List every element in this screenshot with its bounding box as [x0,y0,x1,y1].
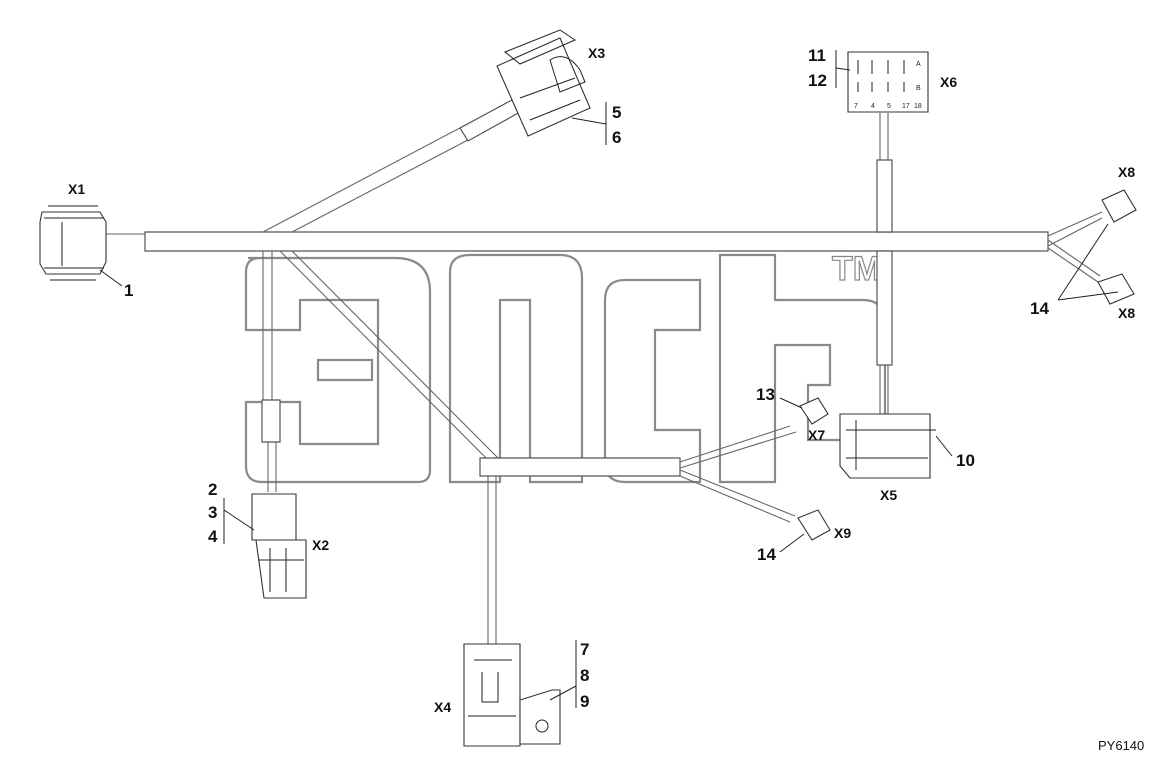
callout-8: 8 [580,666,589,685]
connector-x5: X5 [839,413,936,503]
callout-4: 4 [208,527,218,546]
connector-x1: X1 [39,181,107,281]
x6-pin-b: B [916,85,921,92]
callout-13: 13 [756,385,775,404]
connector-x9: X9 [797,509,851,541]
x6-pin-a: A [916,61,921,68]
callout-1: 1 [124,281,133,300]
harness-trunk [104,99,1103,650]
trademark-mark: TM [832,250,881,288]
connector-label-x3: X3 [588,45,605,61]
connector-x7: X7 [799,397,829,443]
callout-6: 6 [612,128,621,147]
drawing-code: PY6140 [1098,738,1144,753]
connector-label-x8-upper: X8 [1118,164,1135,180]
connector-x2: X2 [251,493,329,599]
callout-9: 9 [580,692,589,711]
x6-pin-17: 17 [902,103,910,110]
callout-14-upper: 14 [1030,299,1049,318]
callouts: 1 2 3 4 5 6 7 8 9 10 11 12 13 14 14 [99,46,1119,711]
connector-x8-upper: X8 [1101,164,1137,223]
callout-7: 7 [580,640,589,659]
x6-pin-4: 4 [871,103,875,110]
connector-label-x8-lower: X8 [1118,305,1135,321]
callout-14-lower: 14 [757,545,776,564]
callout-10: 10 [956,451,975,470]
callout-2: 2 [208,480,217,499]
x6-pin-5: 5 [887,103,891,110]
callout-5: 5 [612,103,621,122]
watermark-logo: TM [244,249,887,484]
connector-x6: A B 7 4 5 17 18 X6 [847,51,957,113]
connector-x4: X4 [434,643,561,747]
x6-pin-7: 7 [854,103,858,110]
connector-x3: X3 [496,29,605,137]
connector-x8-lower: X8 [1097,273,1135,321]
callout-11: 11 [808,46,826,65]
x6-pin-18: 18 [914,103,922,110]
callout-3: 3 [208,503,217,522]
connector-label-x9: X9 [834,525,851,541]
connector-label-x4: X4 [434,699,451,715]
connector-label-x1: X1 [68,181,85,197]
connector-label-x2: X2 [312,537,329,553]
callout-12: 12 [808,71,827,90]
connector-label-x6: X6 [940,74,957,90]
connector-label-x5: X5 [880,487,897,503]
connector-label-x7: X7 [808,427,825,443]
